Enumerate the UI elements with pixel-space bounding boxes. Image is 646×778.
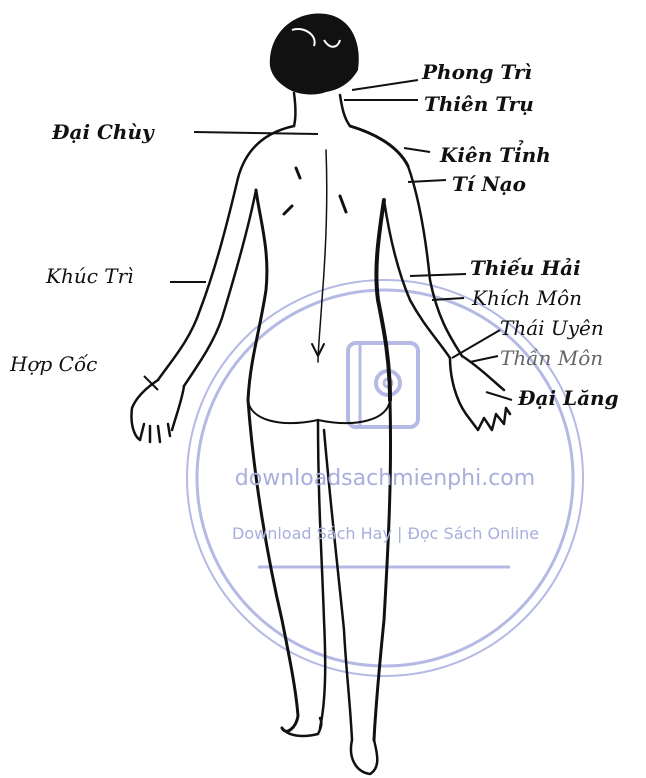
label-dai-lang: Đại Lăng — [518, 388, 619, 408]
label-thieu-hai: Thiếu Hải — [470, 258, 581, 278]
torso-left — [248, 190, 267, 400]
right-shoulder — [350, 126, 408, 166]
label-ti-nao: Tí Nạo — [452, 174, 526, 194]
label-hop-coc: Hợp Cốc — [10, 354, 97, 374]
left-foot — [282, 718, 321, 736]
leader-lines — [144, 80, 512, 400]
right-leg-outer — [374, 400, 391, 740]
label-phong-tri: Phong Trì — [422, 62, 532, 82]
hair — [270, 14, 359, 95]
left-arm-inner — [184, 190, 256, 386]
spine — [318, 150, 327, 362]
label-khich-mon: Khích Môn — [472, 288, 582, 308]
label-kien-tinh: Kiên Tỉnh — [440, 145, 551, 165]
label-thien-tru: Thiên Trụ — [424, 94, 534, 114]
left-arm-outer — [158, 178, 238, 380]
label-khuc-tri: Khúc Trì — [46, 266, 134, 286]
label-dai-chuy: Đại Chùy — [52, 122, 154, 142]
neck — [294, 93, 350, 126]
label-thai-uyen: Thái Uyên — [500, 318, 604, 338]
watermark-domain: downloadsachmienphi.com — [232, 466, 538, 491]
label-than-mon: Thần Môn — [500, 348, 603, 368]
right-arm-inner — [384, 200, 450, 358]
watermark-tagline: Download Sách Hay | Đọc Sách Online — [232, 524, 528, 543]
right-foot — [351, 740, 377, 774]
